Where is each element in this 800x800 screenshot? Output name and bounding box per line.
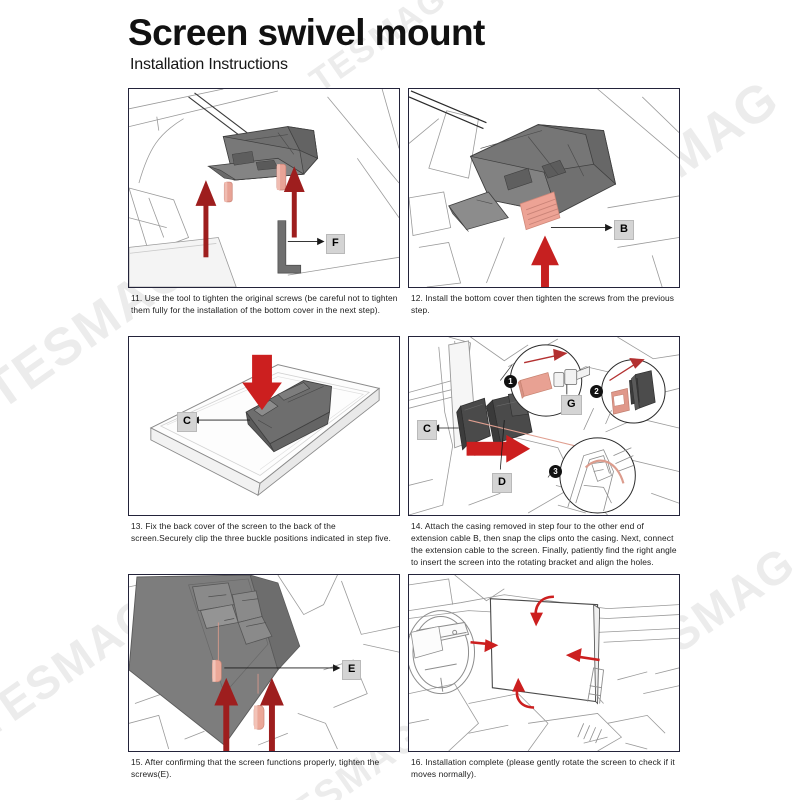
arrow-insert-right (466, 434, 531, 463)
part-label-D: D (492, 473, 512, 493)
caption-step-12: 12. Install the bottom cover then tighte… (411, 293, 675, 315)
caption-step-14: 14. Attach the casing removed in step fo… (411, 521, 677, 567)
callout-3 (559, 437, 636, 514)
part-label-C: C (417, 420, 437, 440)
page-subtitle: Installation Instructions (130, 55, 288, 73)
mounted-screen (489, 597, 600, 705)
step-row-1: F 11. Use the tool to tighten the origin… (128, 88, 680, 336)
caption-step-16: 16. Installation complete (please gently… (411, 756, 675, 779)
step-11: F 11. Use the tool to tighten the origin… (128, 88, 400, 336)
step-14: C D G 1 2 3 14. Attach the casing remove… (408, 336, 680, 574)
arrow-rotate-left (565, 647, 600, 662)
part-label-F: F (326, 234, 345, 254)
callout-number-2: 2 (590, 385, 603, 398)
arrow-rotate-right (470, 638, 499, 652)
figure-step-11: F (128, 88, 400, 288)
callout-number-3: 3 (549, 465, 562, 478)
module-body (207, 126, 319, 181)
illustration-step-13 (149, 354, 381, 497)
step-row-3: E 15. After confirming that the screen f… (128, 573, 680, 786)
arrow-up-left (195, 180, 217, 258)
arrow-up-center (531, 235, 559, 287)
figure-step-14: C D G 1 2 3 (408, 336, 680, 516)
caption-step-11: 11. Use the tool to tighten the original… (131, 293, 398, 315)
page-title: Screen swivel mount (128, 12, 485, 53)
hex-key-tool (277, 220, 302, 274)
step-13: C 13. Fix the back cover of the screen t… (128, 336, 400, 574)
arrow-up-left (214, 677, 239, 751)
arrow-up-right (260, 677, 284, 751)
part-label-B: B (614, 220, 634, 240)
figure-step-16 (408, 573, 680, 752)
arrow-up-right (283, 166, 305, 238)
arrow-rotate-up (530, 595, 555, 627)
part-label-G: G (561, 395, 582, 415)
caption-step-13: 13. Fix the back cover of the screen to … (131, 521, 391, 543)
figure-step-12: B (408, 88, 680, 288)
figure-step-13: C (128, 336, 400, 516)
illustration-step-15 (129, 574, 399, 751)
part-label-C: C (177, 412, 197, 432)
illustration-step-12 (409, 89, 679, 287)
step-16: 16. Installation complete (please gently… (408, 573, 680, 786)
step-15: E 15. After confirming that the screen f… (128, 573, 400, 786)
callout-number-1: 1 (504, 375, 517, 388)
screw-lower (253, 704, 265, 730)
part-label-E: E (342, 659, 362, 680)
step-12: B 12. Install the bottom cover then tigh… (408, 88, 680, 336)
screw-right (276, 163, 287, 191)
screw-left (223, 181, 233, 203)
illustration-step-14 (409, 337, 679, 515)
screw-upper (212, 659, 222, 682)
step-row-2: C 13. Fix the back cover of the screen t… (128, 336, 680, 574)
illustration-step-16 (409, 574, 679, 751)
arrow-rotate-down (512, 677, 535, 709)
arrow-down-center (242, 354, 282, 411)
caption-step-15: 15. After confirming that the screen fun… (131, 756, 380, 779)
instruction-steps-grid: F 11. Use the tool to tighten the origin… (128, 88, 680, 786)
callout-2 (601, 358, 666, 424)
figure-step-15: E (128, 573, 400, 752)
connector-B (519, 191, 561, 231)
document-header: Screen swivel mount Installation Instruc… (128, 14, 485, 74)
back-cover-bracket (245, 380, 332, 453)
illustration-step-11 (129, 89, 399, 287)
